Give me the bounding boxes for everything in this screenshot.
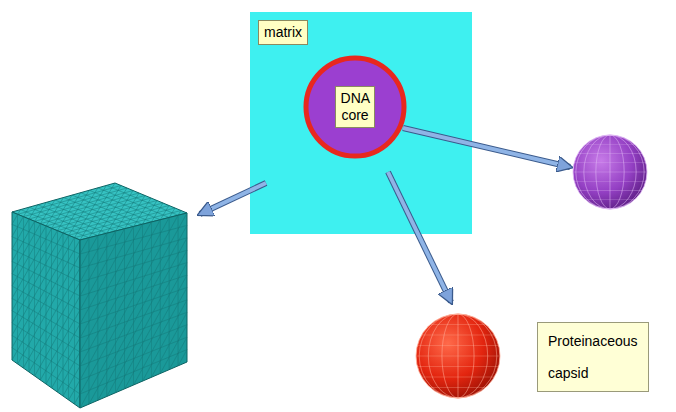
matrix-square: matrixDNA core [250, 12, 472, 234]
core-mesh-sphere [573, 135, 647, 209]
arrow [403, 128, 570, 167]
part-label: DNA core [335, 86, 376, 128]
arrow [388, 172, 451, 302]
arrow [200, 183, 266, 214]
core-circle: DNA core [303, 55, 407, 159]
label-box: Proteinaceous capsid [537, 322, 649, 392]
callout-label: Proteinaceous capsid [548, 325, 638, 389]
capsid-mesh-sphere [416, 314, 500, 398]
mesh-cube [12, 183, 187, 408]
part-label: matrix [258, 20, 308, 45]
